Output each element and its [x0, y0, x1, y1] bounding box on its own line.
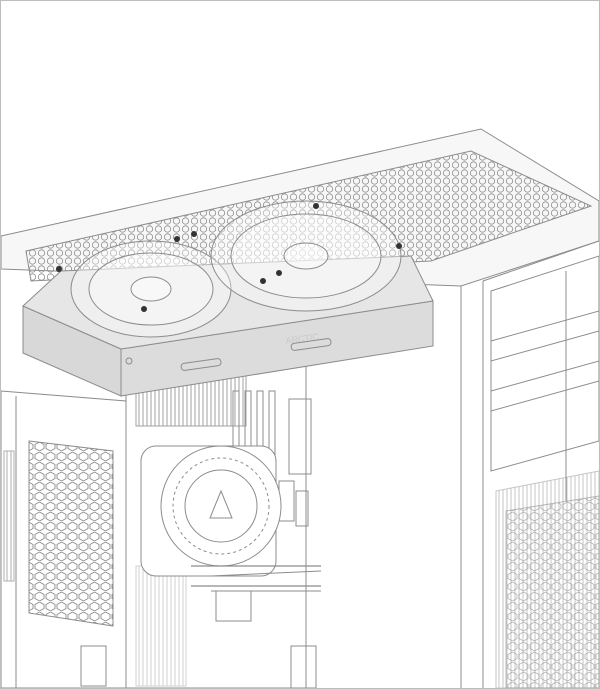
fan-1: [70, 240, 232, 338]
pump-block: [140, 445, 322, 592]
case-front-panel: [1, 390, 127, 688]
svg-text:ARCTIC: ARCTIC: [285, 331, 320, 346]
drive-bays: [490, 255, 599, 501]
atx-connector: [288, 398, 312, 475]
top-mesh: [25, 150, 593, 282]
expansion-slots: [495, 470, 599, 688]
fan-2: [210, 200, 402, 312]
mounting-screws: [56, 203, 402, 312]
arctic-logo-icon: [209, 489, 233, 519]
front-mesh: [28, 440, 114, 627]
fans: [70, 200, 402, 338]
